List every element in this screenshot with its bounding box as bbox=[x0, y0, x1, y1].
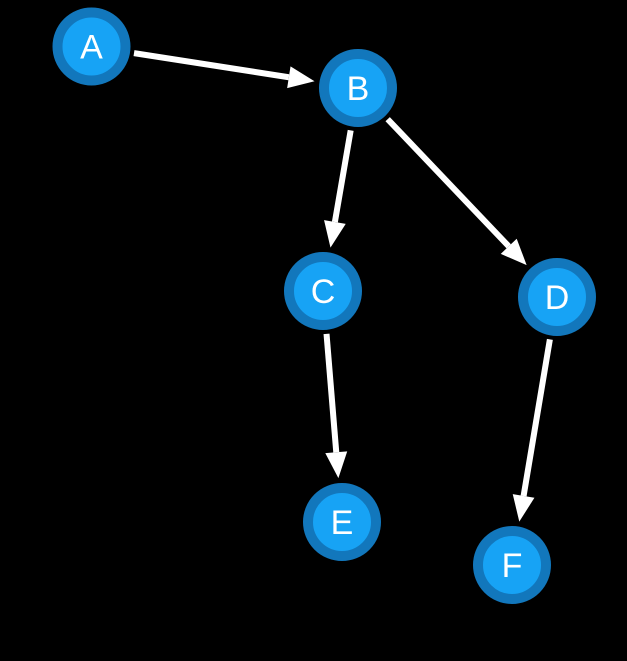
graph-edge-b-c[interactable] bbox=[324, 129, 354, 248]
node-label: C bbox=[311, 273, 336, 311]
graph-node-b[interactable]: B bbox=[319, 49, 397, 127]
node-circle bbox=[518, 258, 596, 336]
nodes-layer: A B C D E F bbox=[52, 7, 596, 604]
edge-line bbox=[520, 338, 553, 497]
node-circle bbox=[52, 7, 131, 86]
edge-line bbox=[133, 50, 290, 81]
node-label: B bbox=[347, 70, 370, 108]
arrowhead-icon bbox=[324, 220, 346, 248]
node-circle bbox=[303, 483, 381, 561]
graph-node-f[interactable]: F bbox=[473, 526, 551, 604]
node-circle bbox=[319, 49, 397, 127]
graph-node-c[interactable]: C bbox=[284, 252, 362, 330]
graph-node-a[interactable]: A bbox=[52, 7, 131, 86]
arrowhead-icon bbox=[325, 451, 348, 479]
graph-node-e[interactable]: E bbox=[303, 483, 381, 561]
graph-edge-c-e[interactable] bbox=[323, 333, 348, 479]
edge-line bbox=[331, 129, 354, 223]
edge-line bbox=[323, 333, 340, 453]
node-label: F bbox=[502, 547, 523, 585]
arrowhead-icon bbox=[287, 66, 315, 89]
arrowhead-icon bbox=[512, 494, 535, 522]
graph-node-d[interactable]: D bbox=[518, 258, 596, 336]
node-label: D bbox=[545, 279, 570, 317]
graph-edge-b-d[interactable] bbox=[385, 117, 527, 266]
edge-line bbox=[385, 117, 511, 249]
node-label: E bbox=[331, 504, 354, 542]
node-circle bbox=[473, 526, 551, 604]
node-circle bbox=[284, 252, 362, 330]
graph-edge-d-f[interactable] bbox=[512, 338, 553, 522]
graph-edge-a-b[interactable] bbox=[133, 50, 315, 89]
arrowhead-icon bbox=[500, 238, 527, 266]
edges-layer bbox=[133, 50, 553, 522]
node-label: A bbox=[80, 29, 103, 67]
